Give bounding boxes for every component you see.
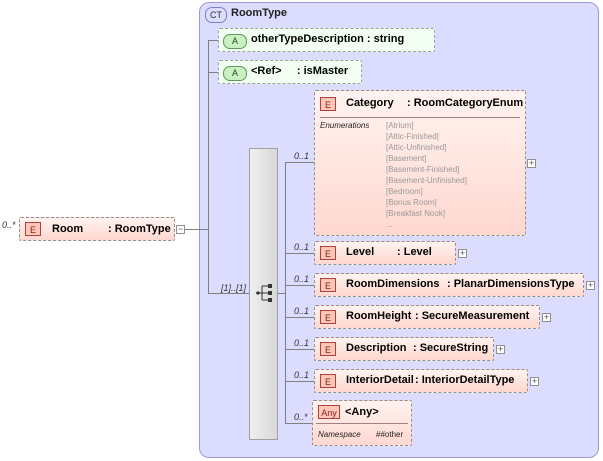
any-label: <Any> (345, 406, 379, 418)
element-badge: E (25, 222, 41, 236)
element-badge: E (320, 246, 336, 260)
element-badge: E (320, 374, 336, 388)
expand-icon[interactable]: + (530, 376, 539, 386)
attr-connector (208, 72, 222, 73)
attribute-label: <Ref> : isMaster (251, 65, 349, 77)
element-type: : SecureMeasurement (415, 310, 530, 322)
element-badge: E (320, 97, 336, 111)
element-level[interactable]: E Level : Level (314, 241, 456, 265)
attribute-label: otherTypeDescription : string (251, 33, 405, 45)
child-connector (285, 349, 315, 350)
child-connector (285, 162, 315, 163)
element-name: RoomHeight (346, 310, 412, 322)
element-name: InteriorDetail (346, 374, 414, 386)
enumeration-value: [Attic-Finished] (386, 132, 439, 141)
complex-type-badge: CT (205, 7, 227, 23)
element-name: Description (346, 342, 407, 354)
enumeration-value: [Bedroom] (386, 187, 423, 196)
namespace-value: ##other (376, 430, 404, 439)
child-connector (285, 381, 315, 382)
child-connector (285, 285, 315, 286)
enumeration-value: [Basement-Finished] (386, 165, 460, 174)
root-element-room[interactable]: E Room : RoomType (19, 217, 175, 241)
element-type: : InteriorDetailType (415, 374, 515, 386)
element-name: RoomDimensions (346, 278, 440, 290)
sequence-cardinality: [1]..[1] (221, 283, 247, 293)
element-badge: E (320, 342, 336, 356)
element-type: : RoomCategoryEnum (407, 97, 524, 109)
any-badge: Any (318, 405, 340, 419)
expand-icon[interactable]: + (586, 280, 595, 290)
root-cardinality: 0..* (2, 220, 16, 230)
attr-connector (208, 40, 222, 41)
child-connector (285, 423, 313, 424)
element-badge: E (320, 278, 336, 292)
sequence-icon (256, 284, 272, 302)
attribute-badge: A (223, 34, 247, 49)
trunk-line (208, 40, 209, 294)
child-connector (285, 253, 315, 254)
expand-icon[interactable]: + (458, 248, 467, 258)
element-cardinality: 0..1 (294, 151, 310, 161)
attribute-other-type-description[interactable]: A otherTypeDescription : string (218, 28, 435, 52)
element-description[interactable]: E Description : SecureString (314, 337, 494, 361)
root-element-type: : RoomType (108, 223, 171, 235)
child-connector (285, 317, 315, 318)
expand-icon[interactable]: + (527, 158, 536, 168)
attribute-ref-is-master[interactable]: A <Ref> : isMaster (218, 60, 362, 84)
enumerations-label: Enumerations (320, 121, 370, 130)
enumeration-value: [Atrium] (386, 121, 414, 130)
element-cardinality: 0..1 (294, 370, 310, 380)
element-type: : PlanarDimensionsType (447, 278, 575, 290)
enumeration-value: [Basement] (386, 154, 427, 163)
enumeration-value: [Bonus Room] (386, 198, 437, 207)
element-cardinality: 0..1 (294, 306, 310, 316)
enumeration-list: [Atrium] [Attic-Finished] [Attic-Unfinis… (386, 120, 467, 230)
attribute-badge: A (223, 66, 247, 81)
enumeration-value: [Basement-Unfinished] (386, 176, 467, 185)
collapse-icon[interactable]: − (176, 224, 185, 234)
enumeration-value: ... (386, 220, 393, 229)
element-cardinality: 0..1 (294, 274, 310, 284)
divider (316, 423, 408, 424)
element-room-dimensions[interactable]: E RoomDimensions : PlanarDimensionsType (314, 273, 584, 297)
any-element[interactable]: Any <Any> Namespace ##other (312, 400, 412, 446)
any-cardinality: 0..* (294, 412, 308, 422)
element-badge: E (320, 310, 336, 324)
element-name: Level (346, 246, 375, 258)
element-interior-detail[interactable]: E InteriorDetail : InteriorDetailType (314, 369, 528, 393)
root-element-name: Room (52, 223, 84, 235)
element-cardinality: 0..1 (294, 242, 310, 252)
element-name: Category (346, 97, 394, 109)
element-room-height[interactable]: E RoomHeight : SecureMeasurement (314, 305, 540, 329)
expand-icon[interactable]: + (496, 344, 505, 354)
divider (320, 117, 520, 118)
connector-line (185, 229, 209, 230)
element-cardinality: 0..1 (294, 338, 310, 348)
sequence-compositor[interactable] (249, 148, 278, 440)
enumeration-value: [Attic-Unfinished] (386, 143, 447, 152)
namespace-label: Namespace (318, 430, 361, 439)
bus-connector (278, 293, 286, 294)
element-type: : Level (397, 246, 432, 258)
complex-type-name: RoomType (231, 7, 288, 19)
element-type: : SecureString (413, 342, 489, 354)
sequence-connector (208, 293, 249, 294)
expand-icon[interactable]: + (542, 312, 551, 322)
enumeration-value: [Breakfast Nook] (386, 209, 446, 218)
element-category[interactable]: E Category : RoomCategoryEnum Enumeratio… (314, 90, 526, 236)
